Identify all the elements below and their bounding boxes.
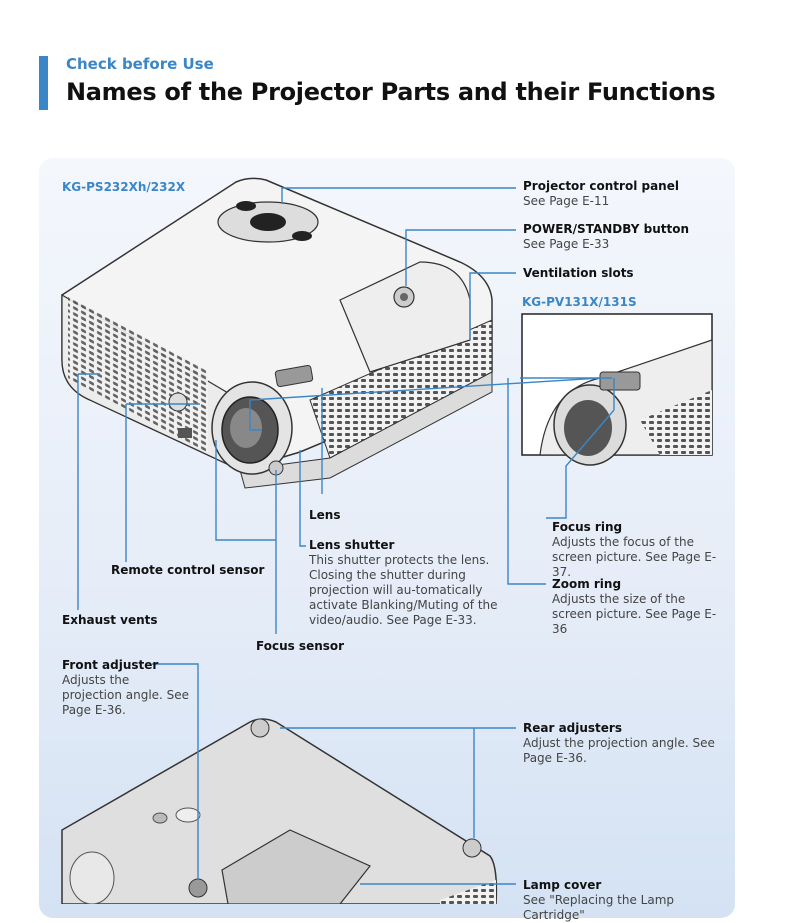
lens-shutter-title: Lens shutter (309, 538, 395, 552)
exhaust-title: Exhaust vents (62, 613, 158, 627)
header-accent-bar (39, 56, 48, 110)
zoom-ring-title: Zoom ring (552, 577, 622, 591)
page-title: Names of the Projector Parts and their F… (66, 78, 716, 106)
projector-bottom-view (61, 718, 498, 904)
focus-sensor-title: Focus sensor (256, 639, 345, 653)
label-front-adjuster: Front adjuster Adjusts the projection an… (62, 658, 192, 718)
power-button-graphic (339, 261, 471, 373)
focus-ring-desc: Adjusts the focus of the screen picture.… (552, 535, 717, 579)
projector-body (61, 177, 493, 489)
label-focus-sensor: Focus sensor (256, 639, 376, 654)
label-exhaust: Exhaust vents (62, 613, 182, 628)
inset-detail (521, 313, 713, 466)
label-lens-shutter: Lens shutter This shutter protects the l… (309, 538, 499, 628)
label-ventilation: Ventilation slots (523, 266, 723, 281)
control-panel-title: Projector control panel (523, 179, 679, 193)
lamp-cover-desc: See "Replacing the Lamp Cartridge" (523, 893, 675, 922)
label-control-panel: Projector control panel See Page E-11 (523, 179, 723, 209)
control-panel-graphic (217, 201, 319, 243)
remote-sensor-title: Remote control sensor (111, 563, 265, 577)
label-rear-adjusters: Rear adjusters Adjust the projection ang… (523, 721, 718, 766)
model-label-inset: KG-PV131X/131S (522, 295, 637, 309)
label-lamp-cover: Lamp cover See "Replacing the Lamp Cartr… (523, 878, 733, 923)
lens-title: Lens (309, 508, 341, 522)
label-focus-ring: Focus ring Adjusts the focus of the scre… (552, 520, 717, 580)
front-adjuster-desc: Adjusts the projection angle. See Page E… (62, 673, 190, 717)
section-subtitle: Check before Use (66, 55, 214, 73)
lens-shutter-desc: This shutter protects the lens. Closing … (309, 553, 498, 627)
zoom-ring-desc: Adjusts the size of the screen picture. … (552, 592, 717, 636)
power-button-title: POWER/STANDBY button (523, 222, 689, 236)
label-remote-sensor: Remote control sensor (111, 563, 281, 578)
lamp-cover-title: Lamp cover (523, 878, 602, 892)
ventilation-title: Ventilation slots (523, 266, 634, 280)
power-button-desc: See Page E-33 (523, 237, 610, 251)
projector-illustration (61, 177, 713, 904)
rear-adjusters-title: Rear adjusters (523, 721, 622, 735)
label-power-button: POWER/STANDBY button See Page E-33 (523, 222, 723, 252)
model-label-main: KG-PS232Xh/232X (62, 180, 186, 194)
label-lens: Lens (309, 508, 429, 523)
label-zoom-ring: Zoom ring Adjusts the size of the screen… (552, 577, 717, 637)
control-panel-desc: See Page E-11 (523, 194, 610, 208)
leader-lines (77, 187, 615, 885)
front-adjuster-title: Front adjuster (62, 658, 159, 672)
focus-ring-title: Focus ring (552, 520, 623, 534)
rear-adjusters-desc: Adjust the projection angle. See Page E-… (523, 736, 715, 765)
